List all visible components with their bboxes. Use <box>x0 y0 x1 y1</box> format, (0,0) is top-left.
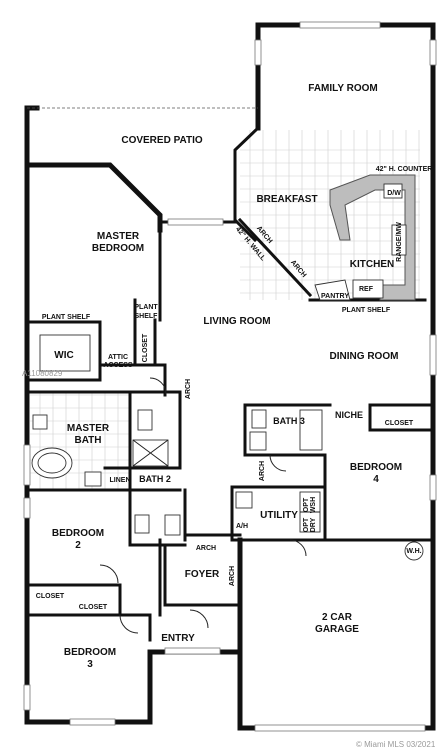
master-bath-label-2: BATH <box>74 435 101 446</box>
air-handler <box>235 491 253 509</box>
bath2-fixtures <box>134 514 181 536</box>
bath2-toilet <box>134 514 150 534</box>
bedroom3-window-bottom <box>69 718 116 726</box>
bedroom4-label-1: BEDROOM <box>350 462 402 473</box>
opt-dry-label-2: DRY <box>310 517 317 532</box>
vanity-sink-2 <box>84 471 102 487</box>
bath3-toilet <box>251 409 267 429</box>
garage-label-2: GARAGE <box>315 624 359 635</box>
wic-shelving <box>39 334 91 372</box>
garage-label-1: 2 CAR <box>322 612 353 623</box>
bedroom3-label-1: BEDROOM <box>64 647 116 658</box>
breakfast-window-bottom <box>167 218 224 226</box>
wic-label: WIC <box>54 350 73 361</box>
family-room-window-left <box>254 39 262 66</box>
master-bedroom-label-2: BEDROOM <box>92 243 144 254</box>
plant-shelf-wic-label: PLANT SHELF <box>42 314 91 321</box>
bedroom4-label-2: 4 <box>373 474 379 485</box>
exterior-walls <box>24 22 436 731</box>
watermark-bottom: © Miami MLS 03/2021 <box>356 740 436 749</box>
breakfast-label: BREAKFAST <box>256 194 317 205</box>
bath2-label: BATH 2 <box>139 474 171 484</box>
bedroom2-label-1: BEDROOM <box>52 528 104 539</box>
opt-wsh-label-2: WSH <box>310 497 317 513</box>
plant-shelf-kitchen-label: PLANT SHELF <box>342 307 391 314</box>
counter-label: 42" H. COUNTER <box>376 166 433 173</box>
attic-label-2: ACCESS <box>103 362 133 369</box>
utility-fixtures <box>235 491 321 533</box>
bedroom2-window-top <box>23 497 31 519</box>
pantry-label: PANTRY <box>321 293 349 300</box>
diagonal-wall <box>237 217 313 298</box>
bedroom2-label-2: 2 <box>75 540 81 551</box>
family-room-window-right <box>429 39 437 66</box>
bedroom4-window <box>429 474 437 501</box>
dining-room-label: DINING ROOM <box>330 351 399 362</box>
watermark-left: A11080829 <box>22 369 63 378</box>
attic-label-1: ATTIC <box>108 354 128 361</box>
windows <box>23 21 437 732</box>
interior-walls <box>25 125 435 642</box>
master-toilet <box>137 409 153 431</box>
bedroom3-label-2: 3 <box>87 659 93 670</box>
pantry-box <box>314 279 351 301</box>
closet-bed3-label: CLOSET <box>79 604 108 611</box>
entry-window <box>164 647 221 655</box>
dishwasher-label: D/W <box>387 190 401 197</box>
plant-shelf-side-label-1: PLANT <box>134 304 158 311</box>
water-heater <box>404 541 424 561</box>
bath-tile-grid <box>30 392 130 490</box>
arch-foyer-top-label: ARCH <box>196 545 216 552</box>
master-bath-fixtures <box>31 409 169 487</box>
bath3-sink <box>249 431 267 451</box>
covered-patio-label: COVERED PATIO <box>121 135 203 146</box>
dining-window <box>429 334 437 376</box>
kitchen-counter <box>314 174 416 301</box>
master-bath-window <box>23 444 31 486</box>
bath3-label: BATH 3 <box>273 416 305 426</box>
bath3-fixtures <box>249 409 323 451</box>
closet-bed2-label: CLOSET <box>36 593 65 600</box>
refrigerator <box>352 279 384 299</box>
door-swings <box>99 377 307 634</box>
vanity-sink-1 <box>32 414 48 430</box>
foyer-label: FOYER <box>185 569 220 580</box>
ah-label: A/H <box>236 523 248 530</box>
range-label: RANGE/MW <box>396 222 403 262</box>
entry-label: ENTRY <box>161 633 195 644</box>
linen-label: LINEN <box>110 477 131 484</box>
dishwasher <box>383 183 403 199</box>
arch-hall-label: ARCH <box>185 379 192 399</box>
kitchen-tile-grid <box>240 130 420 300</box>
master-bath-label-1: MASTER <box>67 423 110 434</box>
master-bedroom-label-1: MASTER <box>97 231 140 242</box>
wh-label: W.H. <box>406 548 421 555</box>
niche-label: NICHE <box>335 410 363 420</box>
plant-shelf-side-label-2: SHELF <box>135 313 159 320</box>
family-room-label: FAMILY ROOM <box>308 83 377 94</box>
living-room-label: LIVING ROOM <box>203 316 270 327</box>
family-room-window-top <box>299 21 381 29</box>
garage-door <box>254 724 426 732</box>
bath2-sink <box>164 514 181 536</box>
ref-label: REF <box>359 286 374 293</box>
bedroom3-window <box>23 684 31 711</box>
closet-bed4-label: CLOSET <box>385 420 414 427</box>
kitchen-label: KITCHEN <box>350 259 394 270</box>
bath3-tub <box>299 409 323 451</box>
closet-master-label: CLOSET <box>142 333 149 362</box>
opt-dry-label-1: OPT <box>303 517 310 532</box>
arch-foyer-side-label: ARCH <box>229 566 236 586</box>
range <box>391 224 407 256</box>
opt-wsh-label-1: OPT <box>303 497 310 512</box>
arch-utility-label: ARCH <box>259 461 266 481</box>
utility-label: UTILITY <box>260 510 298 521</box>
